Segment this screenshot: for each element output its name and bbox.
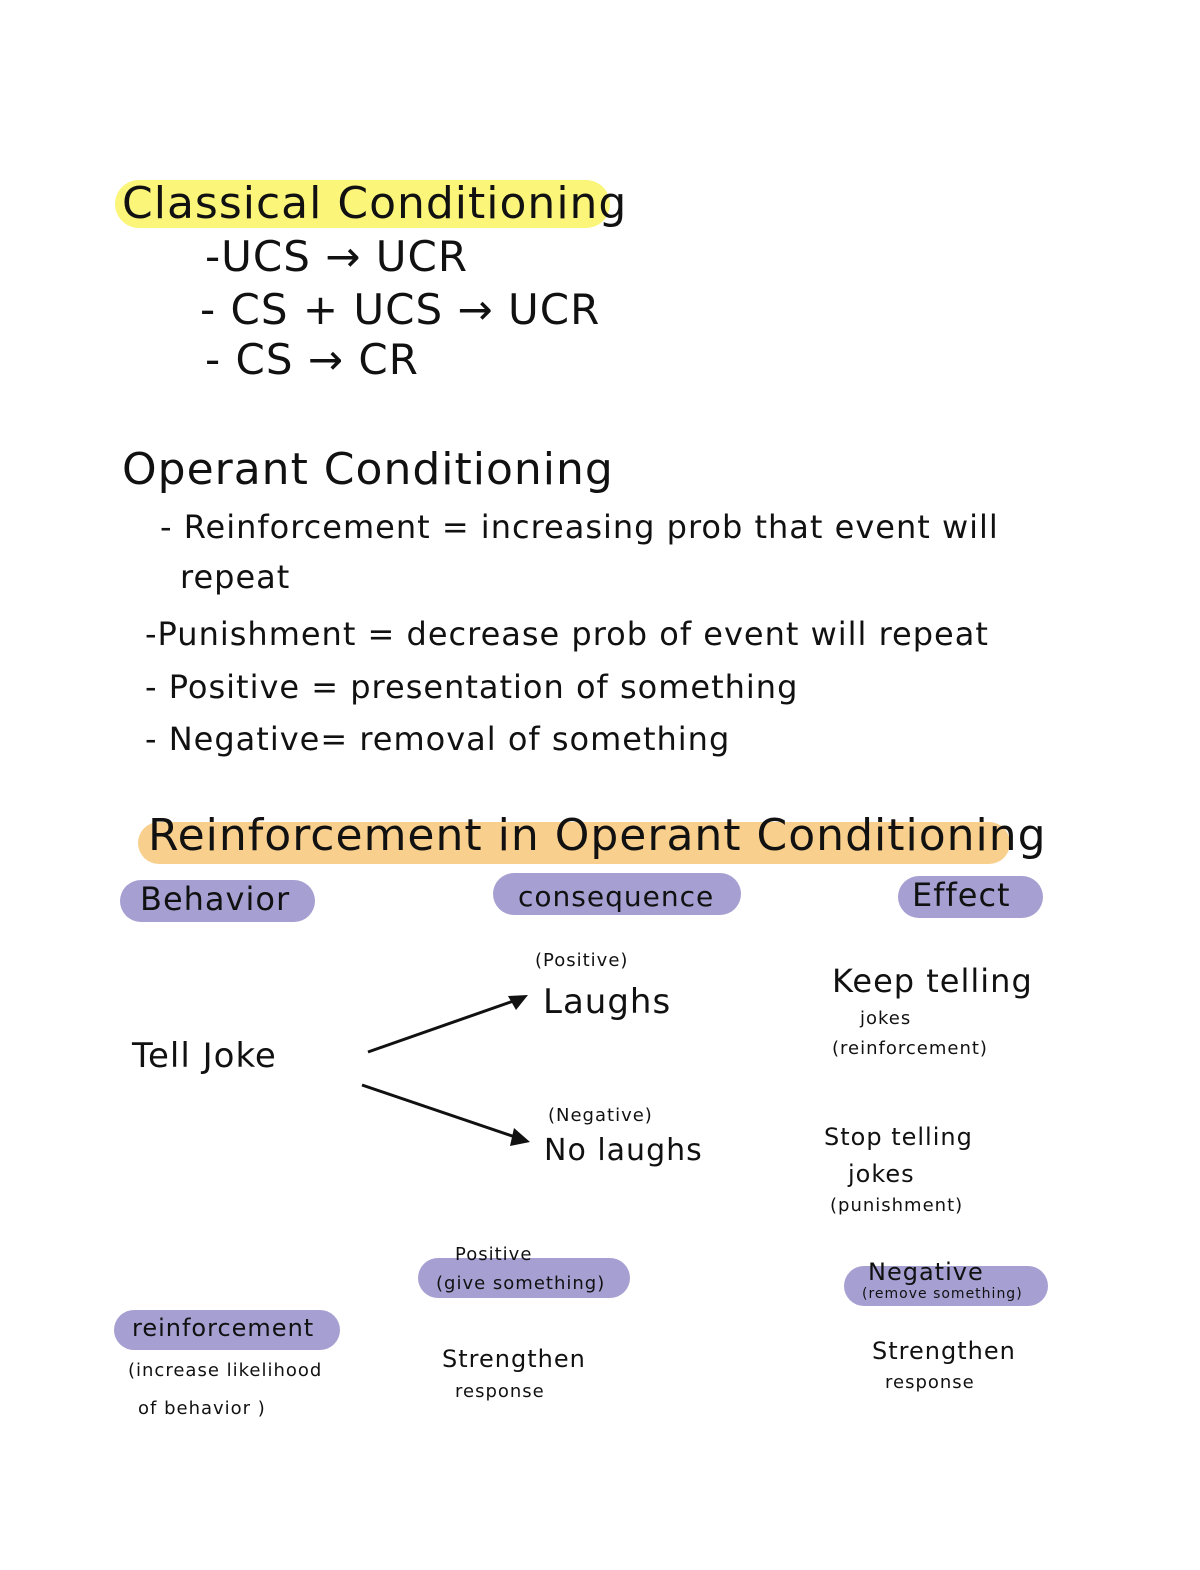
operant-item-4: - Positive = presentation of something bbox=[145, 668, 799, 706]
arrowhead-positive bbox=[508, 995, 528, 1010]
classical-item-2: - CS + UCS → UCR bbox=[200, 285, 601, 334]
negative-pill-subtitle: (remove something) bbox=[862, 1286, 1023, 1302]
behavior-tell-joke: Tell Joke bbox=[132, 1036, 277, 1076]
effect-negative-line3: (punishment) bbox=[830, 1195, 964, 1216]
arrowhead-negative bbox=[510, 1128, 530, 1146]
positive-pill-title: Positive bbox=[455, 1244, 533, 1265]
positive-effect-line1: Strengthen bbox=[442, 1345, 586, 1373]
classical-item-1: -UCS → UCR bbox=[205, 232, 469, 281]
operant-item-3: -Punishment = decrease prob of event wil… bbox=[145, 615, 989, 653]
behavior-header: Behavior bbox=[140, 880, 291, 918]
negative-pill bbox=[844, 1266, 1048, 1306]
arrow-to-positive bbox=[367, 996, 523, 1054]
positive-consequence: Laughs bbox=[543, 982, 672, 1022]
positive-consequence-label: (Positive) bbox=[535, 950, 629, 971]
positive-pill bbox=[418, 1258, 630, 1298]
operant-item-5: - Negative= removal of something bbox=[145, 720, 731, 758]
positive-pill-subtitle: (give something) bbox=[436, 1273, 606, 1294]
effect-positive-line2: jokes bbox=[860, 1008, 912, 1029]
reinforcement-pill-label: reinforcement bbox=[132, 1314, 315, 1342]
classical-title: Classical Conditioning bbox=[122, 178, 628, 229]
negative-pill-title: Negative bbox=[868, 1258, 984, 1286]
behavior-pill bbox=[120, 880, 315, 922]
negative-consequence: No laughs bbox=[544, 1133, 703, 1168]
reinforcement-title: Reinforcement in Operant Conditioning bbox=[148, 810, 1047, 861]
reinforcement-highlight bbox=[138, 822, 1010, 864]
effect-negative-line2: jokes bbox=[848, 1160, 915, 1188]
arrow-to-negative bbox=[361, 1083, 525, 1142]
classical-item-3: - CS → CR bbox=[205, 335, 419, 384]
effect-negative-line1: Stop telling bbox=[824, 1123, 973, 1151]
effect-header: Effect bbox=[912, 876, 1011, 914]
classical-highlight bbox=[115, 180, 610, 228]
reinforcement-note-line1: (increase likelihood bbox=[128, 1360, 323, 1381]
operant-item-2: repeat bbox=[180, 558, 291, 596]
consequence-pill bbox=[493, 873, 741, 915]
operant-title: Operant Conditioning bbox=[122, 444, 614, 495]
effect-pill bbox=[898, 876, 1043, 918]
reinforcement-note-line2: of behavior ) bbox=[138, 1398, 266, 1419]
effect-positive-line3: (reinforcement) bbox=[832, 1038, 988, 1059]
negative-effect-line1: Strengthen bbox=[872, 1337, 1016, 1365]
positive-effect-line2: response bbox=[455, 1381, 545, 1402]
negative-effect-line2: response bbox=[885, 1372, 975, 1393]
effect-positive-line1: Keep telling bbox=[832, 962, 1033, 1000]
operant-item-1: - Reinforcement = increasing prob that e… bbox=[160, 508, 999, 546]
consequence-header: consequence bbox=[518, 880, 715, 913]
negative-consequence-label: (Negative) bbox=[548, 1105, 653, 1126]
reinforcement-pill bbox=[114, 1310, 340, 1350]
